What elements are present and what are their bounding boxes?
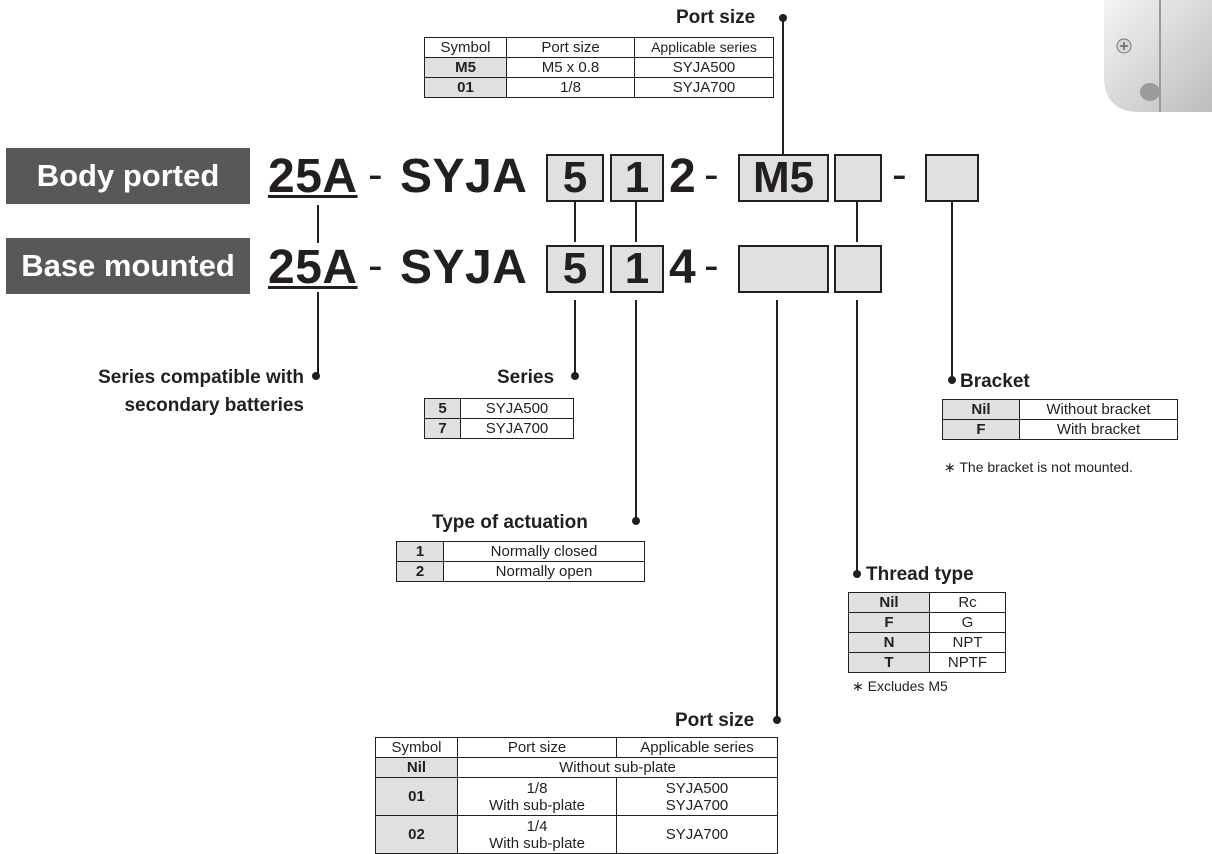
row1-series: SYJA <box>400 152 527 202</box>
col-port-size: Port size <box>507 38 635 58</box>
actuation-label: Type of actuation <box>432 512 588 534</box>
bracket-table: Nil Without bracket F With bracket <box>942 399 1178 440</box>
table-header-row: Symbol Port size Applicable series <box>425 38 774 58</box>
table-row: 02 1/4 With sub-plate SYJA700 <box>376 816 778 854</box>
secondary-batteries-label: Series compatible with secondary batteri… <box>48 367 304 417</box>
thread-table: Nil Rc F G N NPT T NPTF <box>848 592 1006 673</box>
thread-note: ∗ Excludes M5 <box>852 678 948 695</box>
row2-prefix: 25A <box>268 243 358 293</box>
row2-port-box <box>738 245 829 293</box>
row1-port-box: M5 <box>738 154 829 202</box>
row2-sep1: - <box>368 241 383 291</box>
port-size-body-label: Port size <box>676 7 755 29</box>
row1-series-box: 5 <box>546 154 604 202</box>
row2-sep2: - <box>704 241 719 291</box>
row1-actuation-box: 1 <box>610 154 664 202</box>
series-table: 5 SYJA500 7 SYJA700 <box>424 398 574 439</box>
table-row: Nil Without sub-plate <box>376 758 778 778</box>
row1-prefix: 25A <box>268 152 358 202</box>
table-row: 2 Normally open <box>397 562 645 582</box>
table-row: N NPT <box>849 633 1006 653</box>
port-size-body-dot <box>779 14 787 22</box>
table-row: T NPTF <box>849 653 1006 673</box>
table-row: M5 M5 x 0.8 SYJA500 <box>425 58 774 78</box>
table-row: F G <box>849 613 1006 633</box>
table-row: 1 Normally closed <box>397 542 645 562</box>
actuation-dot <box>632 517 640 525</box>
table-row: Nil Rc <box>849 593 1006 613</box>
table-row: 01 1/8 With sub-plate SYJA500 SYJA700 <box>376 778 778 816</box>
series-label: Series <box>497 367 554 389</box>
row1-thread-box <box>834 154 882 202</box>
row2-series: SYJA <box>400 243 527 293</box>
col-symbol: Symbol <box>425 38 507 58</box>
table-row: 01 1/8 SYJA700 <box>425 78 774 98</box>
row1-sep1: - <box>368 150 383 200</box>
row1-bracket-box <box>925 154 979 202</box>
row2-series-box: 5 <box>546 245 604 293</box>
thread-label: Thread type <box>866 564 974 586</box>
row1-sep2: - <box>704 150 719 200</box>
table-row: 7 SYJA700 <box>425 419 574 439</box>
table-header-row: Symbol Port size Applicable series <box>376 738 778 758</box>
table-row: F With bracket <box>943 420 1178 440</box>
series-dot <box>571 372 579 380</box>
body-ported-tag: Body ported <box>6 148 250 204</box>
port-size-base-table: Symbol Port size Applicable series Nil W… <box>375 737 778 854</box>
port-size-base-label: Port size <box>675 710 754 732</box>
actuation-table: 1 Normally closed 2 Normally open <box>396 541 645 582</box>
table-row: 5 SYJA500 <box>425 399 574 419</box>
valve-photo <box>1100 0 1212 112</box>
base-mounted-tag: Base mounted <box>6 238 250 294</box>
row1-sep3: - <box>892 150 907 200</box>
bracket-dot <box>948 376 956 384</box>
row2-fixed: 4 <box>669 243 696 293</box>
bracket-note: ∗ The bracket is not mounted. <box>944 459 1133 476</box>
bracket-label: Bracket <box>960 371 1030 393</box>
row2-thread-box <box>834 245 882 293</box>
port-size-body-table: Symbol Port size Applicable series M5 M5… <box>424 37 774 98</box>
row2-actuation-box: 1 <box>610 245 664 293</box>
col-applicable-series: Applicable series <box>635 38 774 58</box>
port-size-base-dot <box>773 716 781 724</box>
thread-dot <box>853 570 861 578</box>
row1-fixed: 2 <box>669 152 696 202</box>
table-row: Nil Without bracket <box>943 400 1178 420</box>
secondary-batteries-dot <box>312 372 320 380</box>
